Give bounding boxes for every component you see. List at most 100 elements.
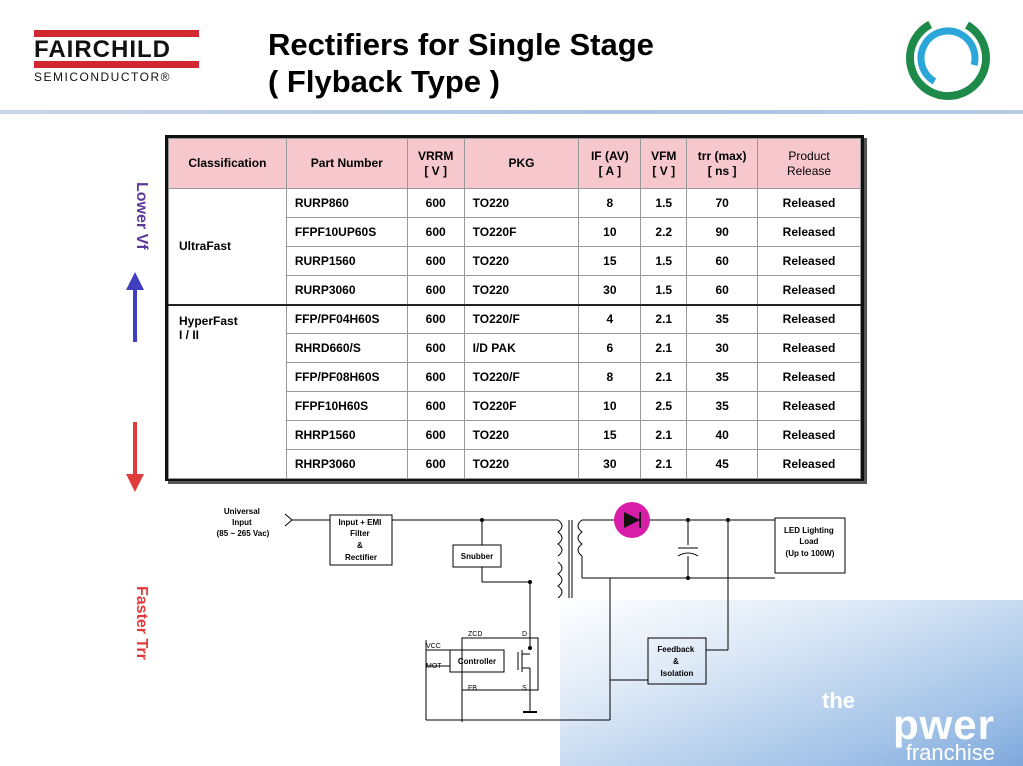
if-cell: 15 xyxy=(578,420,642,450)
primary-winding-icon xyxy=(557,519,563,557)
trend-indicator: Lower Vf Faster Trr xyxy=(118,182,154,660)
if-cell: 6 xyxy=(578,333,642,363)
release-cell: Released xyxy=(757,188,861,218)
release-cell: Released xyxy=(757,391,861,421)
if-cell: 8 xyxy=(578,362,642,392)
header-rule xyxy=(0,110,1023,114)
trr-cell: 45 xyxy=(686,449,759,479)
header-vfm: VFM[ V ] xyxy=(640,138,688,189)
page-title: Rectifiers for Single Stage ( Flyback Ty… xyxy=(268,26,654,100)
pkg-cell: TO220F xyxy=(463,391,580,421)
header-pkg: PKG xyxy=(463,138,580,189)
brand-the: the xyxy=(822,688,855,713)
aux-winding-icon xyxy=(557,561,563,599)
part-number-cell: RHRD660/S xyxy=(285,333,408,363)
pkg-cell: TO220 xyxy=(463,449,580,479)
feedback-label: Feedback & Isolation xyxy=(657,645,696,678)
vfm-cell: 1.5 xyxy=(640,188,688,218)
if-cell: 30 xyxy=(578,275,642,305)
if-cell: 4 xyxy=(578,303,642,334)
swirl-logo-icon xyxy=(906,15,990,100)
part-number-cell: FFP/PF04H60S xyxy=(285,303,408,334)
release-cell: Released xyxy=(757,420,861,450)
pkg-cell: TO220F xyxy=(463,217,580,247)
part-number-cell: RURP1560 xyxy=(285,246,408,276)
pin-s: S xyxy=(522,685,527,692)
brand-power: pwer xyxy=(892,701,995,748)
snubber-box xyxy=(452,544,502,568)
input-label: Universal Input (85 ~ 265 Vac) xyxy=(217,507,270,538)
vfm-cell: 2.1 xyxy=(640,420,688,450)
controller-label-box xyxy=(449,649,505,673)
vrrm-cell: 600 xyxy=(406,217,465,247)
background-wash xyxy=(560,600,1023,766)
release-cell: Released xyxy=(757,333,861,363)
controller-label: Controller xyxy=(458,657,496,666)
vrrm-cell: 600 xyxy=(406,420,465,450)
vfm-cell: 2.1 xyxy=(640,362,688,392)
diode-icon xyxy=(605,502,655,538)
emi-filter-box xyxy=(329,514,393,566)
part-number-cell: RURP3060 xyxy=(285,275,408,305)
table-row: RHRD660/S 600 I/D PAK 6 2.1 30 Released xyxy=(169,333,861,363)
faster-trr-label: Faster Trr xyxy=(133,586,150,660)
vrrm-cell: 600 xyxy=(406,362,465,392)
part-number-cell: FFPF10UP60S xyxy=(285,217,408,247)
title-line-2: ( Flyback Type ) xyxy=(268,64,500,99)
emi-label: Input + EMI Filter & Rectifier xyxy=(338,518,383,562)
table-row: RHRP3060 600 TO220 30 2.1 45 Released xyxy=(169,449,861,479)
part-number-cell: FFP/PF08H60S xyxy=(285,362,408,392)
release-cell: Released xyxy=(757,303,861,334)
trr-cell: 60 xyxy=(686,275,759,305)
table-row: RURP3060 600 TO220 30 1.5 60 Released xyxy=(169,275,861,305)
table-header-row: Classification Part Number VRRM[ V ] PKG… xyxy=(168,138,861,189)
part-number-cell: RURP860 xyxy=(285,188,408,218)
vfm-cell: 2.2 xyxy=(640,217,688,247)
pkg-cell: I/D PAK xyxy=(463,333,580,363)
part-number-cell: FFPF10H60S xyxy=(285,391,408,421)
vfm-cell: 2.1 xyxy=(640,449,688,479)
pkg-cell: TO220 xyxy=(463,188,580,218)
trr-cell: 35 xyxy=(686,391,759,421)
pkg-cell: TO220 xyxy=(463,246,580,276)
pkg-cell: TO220 xyxy=(463,275,580,305)
trr-cell: 60 xyxy=(686,246,759,276)
trr-cell: 35 xyxy=(686,362,759,392)
pin-zcd: ZCD xyxy=(468,631,482,638)
secondary-winding-icon xyxy=(577,519,583,557)
header-vrrm: VRRM[ V ] xyxy=(406,138,465,189)
table-row: RURP1560 600 TO220 15 1.5 60 Released xyxy=(169,246,861,276)
part-number-cell: RHRP3060 xyxy=(285,449,408,479)
logo-subtitle: SEMICONDUCTOR® xyxy=(34,70,171,84)
pin-vcc: VCC xyxy=(426,643,441,650)
vrrm-cell: 600 xyxy=(406,333,465,363)
pkg-cell: TO220/F xyxy=(463,303,580,334)
vfm-cell: 2.1 xyxy=(640,303,688,334)
release-cell: Released xyxy=(757,217,861,247)
feedback-box xyxy=(647,637,707,685)
part-number-cell: RHRP1560 xyxy=(285,420,408,450)
brand-franchise: franchise xyxy=(905,740,995,765)
if-cell: 10 xyxy=(578,391,642,421)
trr-cell: 90 xyxy=(686,217,759,247)
vrrm-cell: 600 xyxy=(406,303,465,334)
table-row: RHRP1560 600 TO220 15 2.1 40 Released xyxy=(169,420,861,450)
pin-fb: FB xyxy=(468,685,477,692)
pin-mot: MOT xyxy=(426,663,442,670)
if-cell: 10 xyxy=(578,217,642,247)
vfm-cell: 1.5 xyxy=(640,275,688,305)
release-cell: Released xyxy=(757,275,861,305)
header-part-number: Part Number xyxy=(285,138,408,189)
release-cell: Released xyxy=(757,362,861,392)
if-cell: 30 xyxy=(578,449,642,479)
table-row: UltraFast RURP860 600 TO220 8 1.5 70 Rel… xyxy=(168,188,861,305)
if-cell: 15 xyxy=(578,246,642,276)
input-arrow-icon xyxy=(284,513,293,527)
led-load-box xyxy=(774,517,846,574)
header-if: IF (AV)[ A ] xyxy=(578,138,642,189)
pkg-cell: TO220 xyxy=(463,420,580,450)
vrrm-cell: 600 xyxy=(406,188,465,218)
controller-box xyxy=(461,637,539,691)
